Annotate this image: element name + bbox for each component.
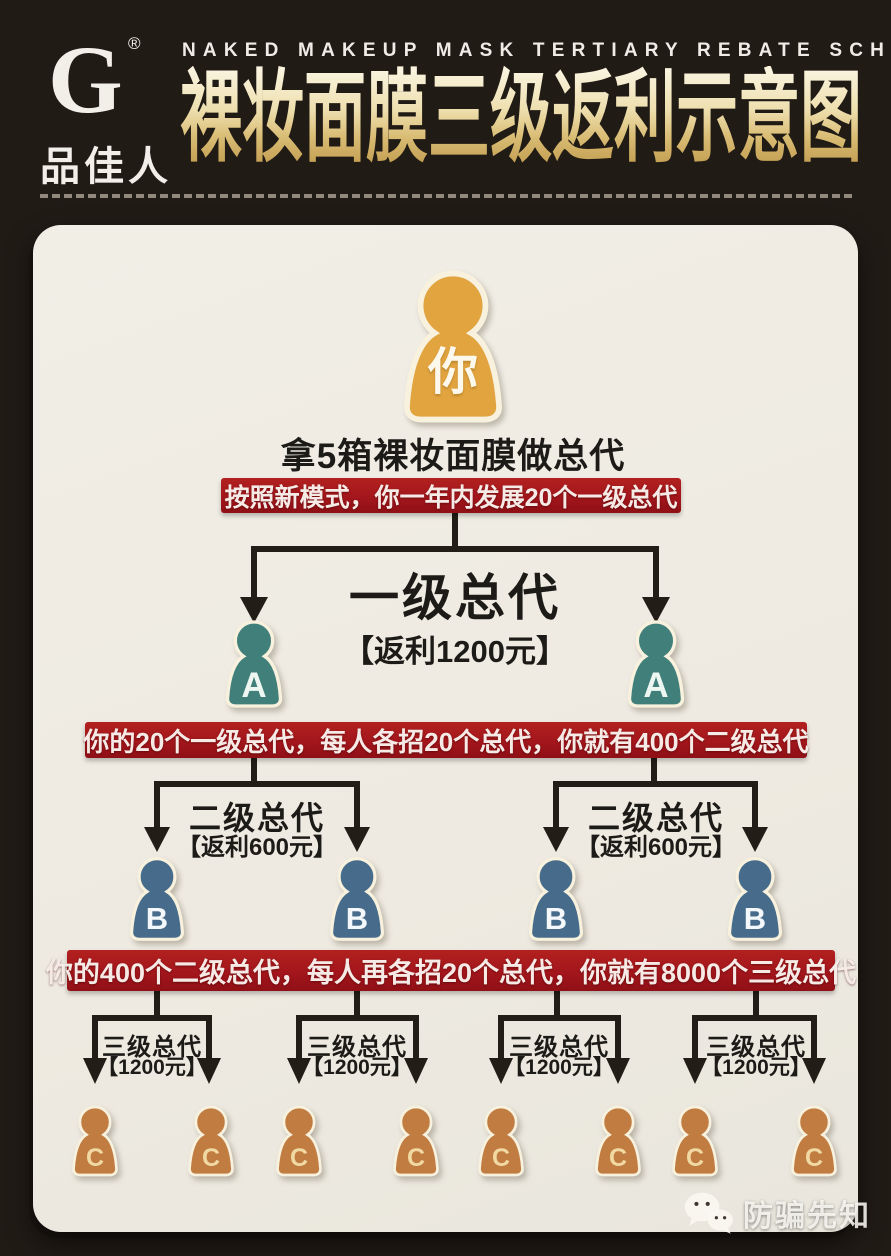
node-letter: B xyxy=(345,901,369,937)
person-icon xyxy=(404,270,502,423)
person-node-c-8: C xyxy=(787,1100,841,1182)
person-icon xyxy=(225,620,283,708)
person-icon xyxy=(672,1105,718,1177)
watermark: 防骗先知 xyxy=(683,1190,871,1236)
person-node-b-4: B xyxy=(723,856,787,942)
watermark-text: 防骗先知 xyxy=(743,1200,871,1233)
person-node-a-1: A xyxy=(213,620,295,708)
node-letter: A xyxy=(241,666,267,706)
banner-level1: 按照新模式，你一年内发展20个一级总代 xyxy=(221,478,681,513)
person-node-b-1: B xyxy=(125,856,189,942)
level3-rebate-2: 【1200元】 xyxy=(302,1056,412,1079)
person-icon xyxy=(595,1105,641,1177)
registered-mark: ® xyxy=(128,34,141,53)
person-node-b-3: B xyxy=(524,856,588,942)
person-node-a-2: A xyxy=(615,620,697,708)
node-letter: C xyxy=(685,1143,705,1172)
level2-rebate-right: 【返利600元】 xyxy=(575,834,737,861)
level3-rebate-4: 【1200元】 xyxy=(701,1056,811,1079)
person-icon xyxy=(627,620,685,708)
person-node-c-4: C xyxy=(389,1100,443,1182)
person-icon xyxy=(188,1105,234,1177)
person-icon xyxy=(393,1105,439,1177)
wechat-icon xyxy=(684,1192,733,1234)
person-node-you: 你 xyxy=(395,265,511,428)
person-icon xyxy=(72,1105,118,1177)
poster-title: 裸妆面膜三级返利示意图 xyxy=(180,62,862,174)
person-node-c-1: C xyxy=(68,1100,122,1182)
person-node-b-2: B xyxy=(325,856,389,942)
dashed-divider xyxy=(40,194,852,198)
person-node-c-6: C xyxy=(591,1100,645,1182)
person-node-c-2: C xyxy=(184,1100,238,1182)
level1-rebate: 【返利1200元】 xyxy=(343,634,567,669)
node-letter: C xyxy=(491,1143,511,1172)
english-subtitle: NAKED MAKEUP MASK TERTIARY REBATE SCHEME… xyxy=(182,40,891,61)
level2-name-right: 二级总代 xyxy=(587,800,725,836)
person-icon xyxy=(129,857,185,941)
logo-g-icon: G xyxy=(48,26,123,133)
person-icon xyxy=(791,1105,837,1177)
node-letter: C xyxy=(608,1143,628,1172)
banner-level2: 你的20个一级总代，每人各招20个总代，你就有400个二级总代 xyxy=(83,722,809,758)
brand-name: 品佳人 xyxy=(40,145,172,189)
node-letter: B xyxy=(544,901,568,937)
level3-rebate-3: 【1200元】 xyxy=(504,1056,614,1079)
level1-name: 一级总代 xyxy=(349,570,561,626)
level2-name-left: 二级总代 xyxy=(188,800,326,836)
banner-level3: 你的400个二级总代，每人再各招20个总代，你就有8000个三级总代 xyxy=(46,950,856,991)
node-letter: A xyxy=(643,666,669,706)
person-node-c-5: C xyxy=(474,1100,528,1182)
level3-name-3: 三级总代 xyxy=(509,1034,609,1061)
person-icon xyxy=(276,1105,322,1177)
level3-rebate-1: 【1200元】 xyxy=(97,1056,207,1079)
root-label: 你 xyxy=(428,343,478,400)
person-node-c-3: C xyxy=(272,1100,326,1182)
node-letter: B xyxy=(743,901,767,937)
level3-name-4: 三级总代 xyxy=(706,1034,806,1061)
node-letter: C xyxy=(406,1143,426,1172)
level2-rebate-left: 【返利600元】 xyxy=(176,834,338,861)
node-letter: B xyxy=(145,901,169,937)
node-letter: C xyxy=(289,1143,309,1172)
level3-name-2: 三级总代 xyxy=(307,1034,407,1061)
level3-name-1: 三级总代 xyxy=(102,1034,202,1061)
node-letter: C xyxy=(201,1143,221,1172)
person-icon xyxy=(528,857,584,941)
person-icon xyxy=(329,857,385,941)
root-caption: 拿5箱裸妆面膜做总代 xyxy=(280,437,626,476)
node-letter: C xyxy=(804,1143,824,1172)
brand-logo: G ® 品佳人 xyxy=(40,30,170,198)
person-node-c-7: C xyxy=(668,1100,722,1182)
person-icon xyxy=(727,857,783,941)
node-letter: C xyxy=(85,1143,105,1172)
person-icon xyxy=(478,1105,524,1177)
